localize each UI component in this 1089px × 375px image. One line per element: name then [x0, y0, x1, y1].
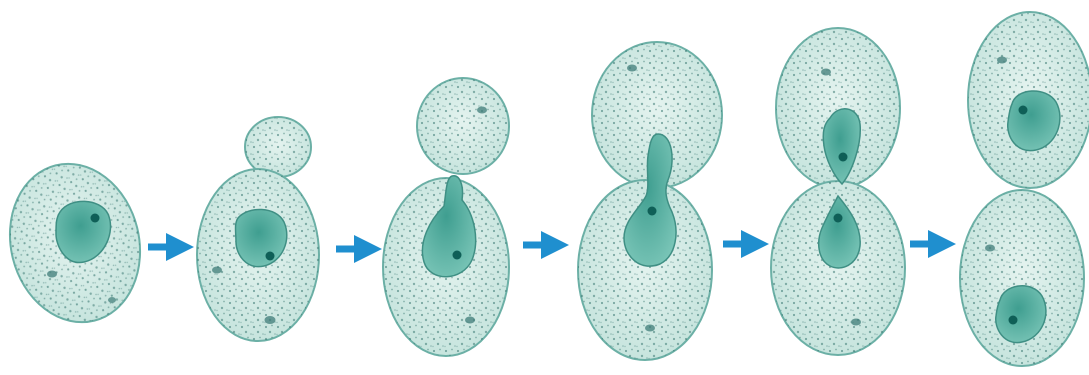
cell-stage-4 [578, 42, 722, 360]
cell-stage-2 [197, 117, 319, 341]
daughter-cell-upper [968, 12, 1089, 188]
cell-stage-1 [0, 150, 156, 336]
daughter-cell-lower [960, 190, 1084, 366]
cell-stage-5 [771, 28, 905, 355]
cell-stage-3 [383, 78, 509, 356]
cell-stage-6 [960, 12, 1089, 366]
